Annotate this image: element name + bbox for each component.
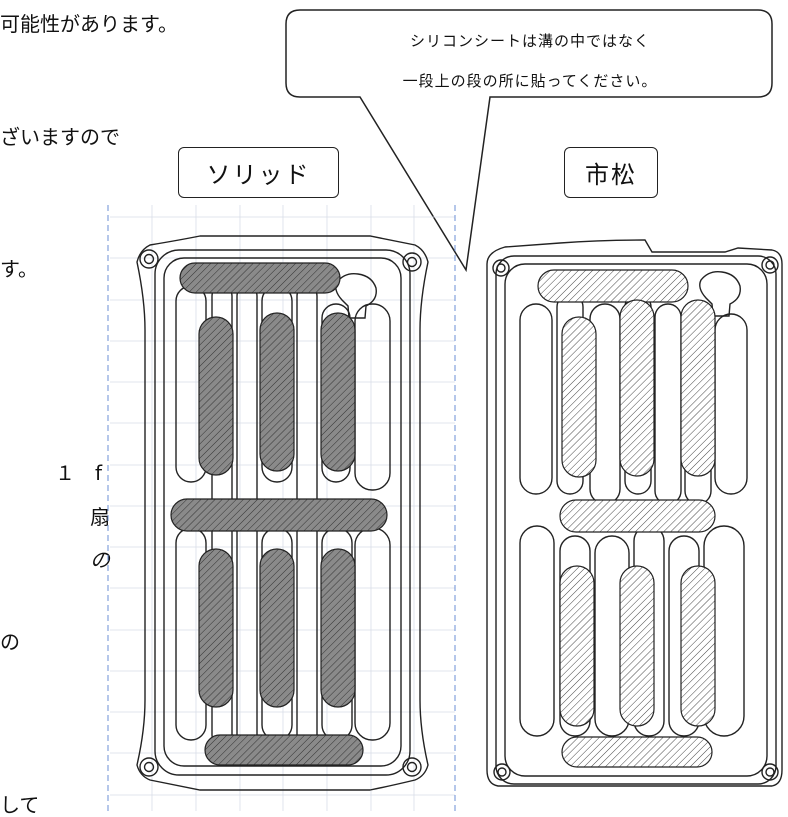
body-text-fragment-1: 可能性があります。	[0, 12, 178, 36]
callout-bubble	[285, 9, 773, 273]
body-text-fragment-7: の	[0, 630, 20, 654]
body-text-fragment-6: の	[90, 550, 110, 570]
body-text-fragment-4: １ f	[55, 463, 103, 483]
label-ichimatsu: 市松	[564, 147, 658, 198]
solid-silicone-pads	[170, 262, 388, 766]
callout-line-2: 一段上の段の所に貼ってください。	[402, 72, 658, 90]
ichimatsu-silicone-pads	[537, 269, 716, 768]
body-text-fragment-3: す。	[0, 257, 38, 281]
label-solid: ソリッド	[178, 147, 339, 198]
body-text-fragment-8: して	[0, 793, 40, 817]
body-text-fragment-2: ざいますので	[0, 125, 120, 149]
body-text-fragment-5: 扇	[90, 507, 110, 527]
callout-line-1: シリコンシートは溝の中ではなく	[409, 32, 650, 50]
